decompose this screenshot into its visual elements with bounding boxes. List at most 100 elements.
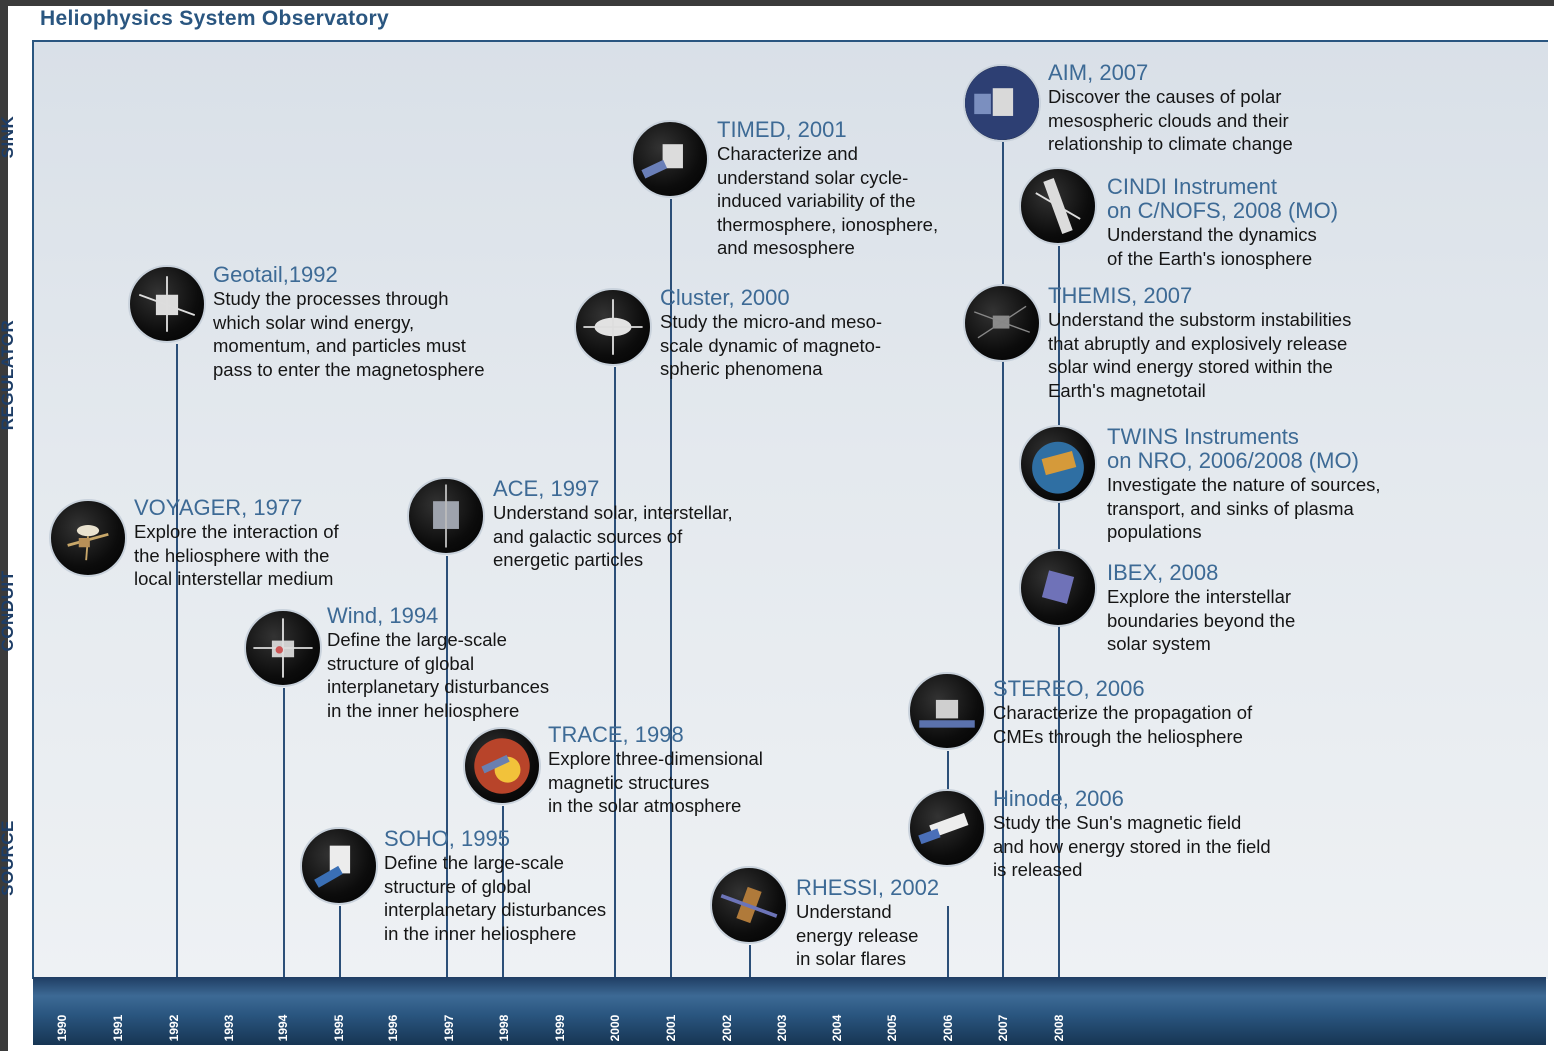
mission-stereo: STEREO, 2006 Characterize the propagatio… (993, 677, 1252, 748)
band-label-regulator: REGULATOR (0, 319, 17, 431)
mission-description: Investigate the nature of sources, trans… (1107, 474, 1381, 542)
mission-description: Explore three-dimensional magnetic struc… (548, 748, 763, 816)
year-label: 1999 (553, 1014, 567, 1042)
geotail-spacecraft-icon (128, 265, 206, 343)
mission-description: Characterize and understand solar cycle-… (717, 143, 939, 258)
year-label: 2008 (1052, 1014, 1066, 1042)
band-label-source: SOURCE (0, 820, 17, 896)
year-label: 2003 (775, 1014, 789, 1042)
mission-trace: TRACE, 1998 Explore three-dimensional ma… (548, 723, 763, 818)
mission-voyager: VOYAGER, 1977 Explore the interaction of… (134, 496, 339, 591)
mission-description: Study the Sun's magnetic field and how e… (993, 812, 1271, 880)
mission-timed: TIMED, 2001 Characterize and understand … (717, 118, 938, 260)
mission-soho: SOHO, 1995 Define the large-scale struct… (384, 827, 606, 945)
mission-geotail: Geotail,1992 Study the processes through… (213, 263, 485, 381)
mission-name: TIMED, 2001 (717, 117, 847, 142)
cluster-spacecraft-icon (574, 288, 652, 366)
year-label: 2006 (941, 1014, 955, 1042)
year-label: 2004 (830, 1014, 844, 1042)
mission-description: Understand solar, interstellar, and gala… (493, 502, 733, 570)
mission-themis: THEMIS, 2007 Understand the substorm ins… (1048, 284, 1351, 402)
mission-cluster: Cluster, 2000 Study the micro-and meso- … (660, 286, 882, 381)
mission-description: Understand the dynamics of the Earth's i… (1107, 224, 1317, 269)
voyager-spacecraft-icon (49, 499, 127, 577)
mission-ace: ACE, 1997 Understand solar, interstellar… (493, 477, 733, 572)
year-axis-bar (33, 977, 1546, 1045)
band-label-conduit: CONDUIT (0, 570, 17, 652)
stereo-spacecraft-icon (908, 672, 986, 750)
year-label: 2002 (720, 1014, 734, 1042)
year-label: 1992 (167, 1014, 181, 1042)
trace-spacecraft-icon (463, 727, 541, 805)
mission-hinode: Hinode, 2006 Study the Sun's magnetic fi… (993, 787, 1271, 882)
mission-aim: AIM, 2007 Discover the causes of polar m… (1048, 61, 1293, 156)
stem-1998 (502, 806, 504, 977)
mission-name: AIM, 2007 (1048, 60, 1149, 85)
mission-name: THEMIS, 2007 (1048, 283, 1193, 308)
year-label: 1996 (386, 1014, 400, 1042)
mission-wind: Wind, 1994 Define the large-scale struct… (327, 604, 549, 722)
mission-name: Geotail,1992 (213, 262, 338, 287)
mission-name: STEREO, 2006 (993, 676, 1145, 701)
cindi-spacecraft-icon (1019, 167, 1097, 245)
stem-1997 (446, 556, 448, 977)
ace-spacecraft-icon (407, 477, 485, 555)
mission-description: Study the processes through which solar … (213, 288, 485, 380)
themis-spacecraft-icon (963, 284, 1041, 362)
figure-title: Heliophysics System Observatory (40, 7, 389, 30)
mission-description: Understand energy release in solar flare… (796, 901, 919, 969)
ibex-spacecraft-icon (1019, 549, 1097, 627)
year-label: 2007 (996, 1014, 1010, 1042)
mission-description: Explore the interaction of the heliosphe… (134, 521, 339, 589)
hinode-spacecraft-icon (908, 789, 986, 867)
stem-stereo-hinode (947, 751, 949, 796)
mission-ibex: IBEX, 2008 Explore the interstellar boun… (1107, 561, 1295, 656)
year-label: 1991 (111, 1014, 125, 1042)
timed-spacecraft-icon (631, 120, 709, 198)
mission-name: Cluster, 2000 (660, 285, 790, 310)
mission-cindi: CINDI Instrument on C/NOFS, 2008 (MO) Un… (1107, 175, 1338, 270)
mission-description: Explore the interstellar boundaries beyo… (1107, 586, 1296, 654)
mission-name: TWINS Instruments on NRO, 2006/2008 (MO) (1107, 424, 1359, 473)
band-label-sink: SINK (0, 115, 17, 159)
wind-spacecraft-icon (244, 609, 322, 687)
stem-2000 (614, 367, 616, 977)
year-label: 1990 (55, 1014, 69, 1042)
stem-1995 (339, 906, 341, 977)
mission-description: Study the micro-and meso- scale dynamic … (660, 311, 883, 379)
stem-1992 (176, 344, 178, 977)
rhessi-spacecraft-icon (710, 866, 788, 944)
mission-name: SOHO, 1995 (384, 826, 510, 851)
mission-name: RHESSI, 2002 (796, 875, 940, 900)
mission-description: Characterize the propagation of CMEs thr… (993, 702, 1253, 747)
soho-spacecraft-icon (300, 827, 378, 905)
stem-2002 (749, 945, 751, 977)
mission-description: Understand the substorm instabilities th… (1048, 309, 1352, 401)
mission-name: Wind, 1994 (327, 603, 439, 628)
year-label: 2001 (664, 1014, 678, 1042)
twins-spacecraft-icon (1019, 425, 1097, 503)
stem-2001 (670, 199, 672, 977)
stem-2007 (1002, 142, 1004, 977)
stem-1994 (283, 688, 285, 977)
year-label: 1995 (332, 1014, 346, 1042)
year-label: 2000 (608, 1014, 622, 1042)
year-label: 1997 (442, 1014, 456, 1042)
mission-description: Define the large-scale structure of glob… (327, 629, 550, 721)
mission-twins: TWINS Instruments on NRO, 2006/2008 (MO)… (1107, 425, 1381, 544)
mission-name: Hinode, 2006 (993, 786, 1124, 811)
year-label: 1993 (222, 1014, 236, 1042)
year-label: 1998 (497, 1014, 511, 1042)
mission-name: TRACE, 1998 (548, 722, 684, 747)
mission-name: VOYAGER, 1977 (134, 495, 303, 520)
stem-2006 (947, 906, 949, 977)
mission-rhessi: RHESSI, 2002 Understand energy release i… (796, 876, 939, 971)
mission-name: CINDI Instrument on C/NOFS, 2008 (MO) (1107, 174, 1339, 223)
aim-spacecraft-icon (963, 64, 1041, 142)
year-label: 1994 (276, 1014, 290, 1042)
mission-name: ACE, 1997 (493, 476, 600, 501)
mission-name: IBEX, 2008 (1107, 560, 1219, 585)
mission-description: Define the large-scale structure of glob… (384, 852, 607, 944)
year-label: 2005 (885, 1014, 899, 1042)
mission-description: Discover the causes of polar mesospheric… (1048, 86, 1293, 154)
